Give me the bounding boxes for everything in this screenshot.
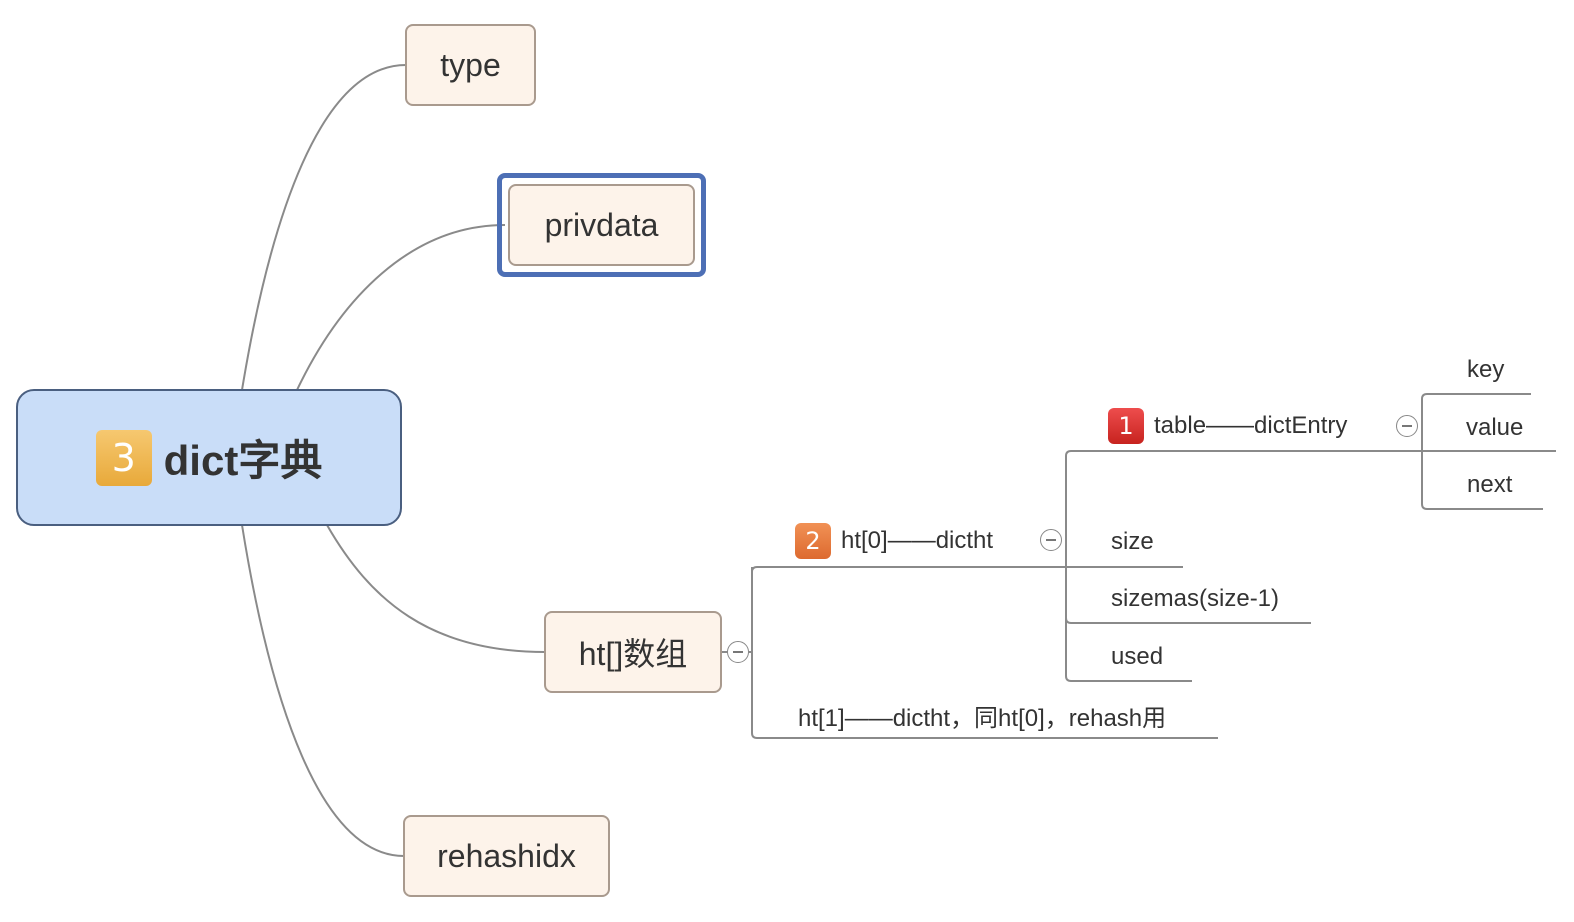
subtopic-sizemas[interactable]: sizemas(size-1) bbox=[1111, 582, 1279, 616]
topic-rehashidx[interactable]: rehashidx bbox=[403, 815, 610, 897]
subtopic-table[interactable]: 1 table——dictEntry bbox=[1108, 408, 1347, 444]
subtopic-key-label: key bbox=[1467, 356, 1505, 383]
topic-rehashidx-label: rehashidx bbox=[437, 837, 576, 874]
subtopic-used[interactable]: used bbox=[1111, 640, 1163, 674]
minus-icon bbox=[1402, 425, 1412, 427]
collapse-ht-array-toggle[interactable] bbox=[727, 641, 749, 663]
priority-1-icon: 1 bbox=[1108, 408, 1144, 444]
connector-root-rehashidx bbox=[241, 524, 405, 857]
subtopic-sizemas-label: sizemas(size-1) bbox=[1111, 585, 1280, 612]
root-topic-dict[interactable]: 3 dict字典 bbox=[16, 389, 402, 526]
connector-root-ht bbox=[326, 524, 546, 653]
collapse-table-toggle[interactable] bbox=[1396, 415, 1418, 437]
topic-privdata[interactable]: privdata bbox=[508, 184, 695, 266]
priority-2-icon: 2 bbox=[795, 523, 831, 559]
priority-3-icon: 3 bbox=[95, 429, 152, 486]
subtopic-value-label: value bbox=[1466, 414, 1524, 441]
subtopic-next[interactable]: next bbox=[1467, 468, 1512, 502]
subtopic-size-label: size bbox=[1111, 528, 1154, 555]
connector-root-type bbox=[241, 64, 407, 391]
selection-highlight bbox=[497, 173, 706, 277]
root-topic-label: dict字典 bbox=[163, 437, 323, 484]
minus-icon bbox=[1046, 539, 1056, 541]
topic-type-label: type bbox=[440, 46, 501, 83]
subtopic-ht1[interactable]: ht[1]——dictht，同ht[0]，rehash用 bbox=[798, 697, 1166, 733]
subtopic-ht0-label: ht[0]——dictht bbox=[841, 527, 994, 554]
topic-ht-array-label: ht[]数组 bbox=[578, 636, 688, 672]
minus-icon bbox=[733, 651, 743, 653]
collapse-ht0-toggle[interactable] bbox=[1040, 529, 1062, 551]
topic-type[interactable]: type bbox=[405, 24, 536, 106]
subtopic-used-label: used bbox=[1111, 643, 1164, 670]
connector-root-privdata bbox=[296, 224, 506, 391]
subtopic-next-label: next bbox=[1467, 471, 1513, 498]
subtopic-value[interactable]: value bbox=[1466, 411, 1523, 445]
subtopic-key[interactable]: key bbox=[1467, 353, 1504, 387]
subtopic-table-label: table——dictEntry bbox=[1154, 412, 1348, 439]
topic-privdata-label: privdata bbox=[544, 206, 659, 243]
topic-ht-array[interactable]: ht[]数组 bbox=[544, 611, 722, 693]
subtopic-ht0[interactable]: 2 ht[0]——dictht bbox=[795, 523, 993, 559]
subtopic-size[interactable]: size bbox=[1111, 525, 1154, 559]
subtopic-ht1-label: ht[1]——dictht，同ht[0]，rehash用 bbox=[798, 704, 1167, 732]
